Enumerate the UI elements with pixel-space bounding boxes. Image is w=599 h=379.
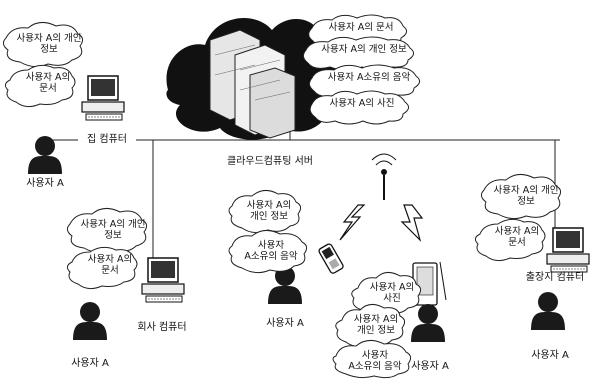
home-bubble-info-line1: 사용자 A의 개인 [16,33,82,44]
trip-user-label: 사용자 A [531,350,569,361]
home-bubble-info: 사용자 A의 개인 정보 [10,33,88,55]
office-user-label: 사용자 A [71,358,109,369]
mobile-user-label: 사용자 A [266,318,304,329]
office-bubble-docs-line1: 사용자 A의 [87,254,133,265]
trip-bubble-docs-line2: 문서 [508,237,526,248]
office-bubble-info-line1: 사용자 A의 개인 [80,219,146,230]
trip-user-icon [531,292,565,330]
home-bubble-docs-line2: 문서 [39,83,57,94]
trip-computer-icon [546,227,590,273]
mobile-bubble-info-line2: 개인 정보 [250,211,288,222]
trip-bubble-info-line2: 정보 [517,196,535,207]
mobile-bubble-music: 사용자 A소유의 음악 [234,240,308,262]
trip-computer-label: 출장지 컴퓨터 [525,272,585,283]
mobile-bubble-info-line1: 사용자 A의 [246,200,292,211]
trip-bubble-docs: 사용자 A의 문서 [482,226,552,248]
office-computer-icon [141,257,185,303]
pda-user-icon [411,304,445,342]
server-bubble-personal-info: 사용자 A의 개인 정보 [321,44,407,55]
office-bubble-docs: 사용자 A의 문서 [76,254,144,276]
pda-bubble-photos: 사용자 A의 사진 [360,282,424,304]
office-bubble-info-line2: 정보 [104,230,122,241]
server-bubbles [302,14,420,125]
home-user-label: 사용자 A [26,178,64,189]
client-bubbles [2,22,562,379]
trip-bubble-docs-line1: 사용자 A의 [494,226,540,237]
office-bubble-docs-line2: 문서 [101,265,119,276]
pda-bubble-music: 사용자 A소유의 음악 [338,350,412,372]
home-computer-icon [81,75,125,121]
mobile-phone-icon [318,243,344,274]
mobile-bubble-info: 사용자 A의 개인 정보 [234,200,304,222]
antenna-icon [371,153,397,200]
pda-bubble-info-line2: 개인 정보 [357,325,395,336]
server-bubble-docs: 사용자 A의 문서 [328,22,394,33]
home-bubble-info-line2: 정보 [40,44,58,55]
pda-bubble-info-line1: 사용자 A의 [353,314,399,325]
pda-bubble-music-line1: 사용자 [361,350,389,361]
trip-bubble-info: 사용자 A의 개인 정보 [486,185,566,207]
server-bubble-music: 사용자 A소유의 음악 [327,72,411,83]
pda-bubble-music-line2: A소유의 음악 [348,361,402,372]
home-user-icon [28,136,62,174]
mobile-bubble-music-line2: A소유의 음악 [244,251,298,262]
pda-bubble-photos-line2: 사진 [383,293,401,304]
server-towers [209,29,296,139]
home-bubble-docs: 사용자 A의 문서 [14,72,82,94]
pda-bubble-info: 사용자 A의 개인 정보 [344,314,408,336]
home-computer-label: 집 컴퓨터 [78,134,136,146]
mobile-user-icon [268,266,302,304]
server-label: 클라우드컴퓨팅 서버 [227,156,313,167]
pda-bubble-photos-line1: 사용자 A의 [369,282,415,293]
mobile-bubble-music-line1: 사용자 [257,240,285,251]
office-user-icon [73,302,107,340]
lightning-icon [339,204,424,243]
office-computer-label: 회사 컴퓨터 [137,322,187,333]
pda-user-label: 사용자 A [411,361,449,372]
office-bubble-info: 사용자 A의 개인 정보 [74,219,152,241]
home-bubble-docs-line1: 사용자 A의 [25,72,71,83]
trip-bubble-info-line1: 사용자 A의 개인 [493,185,559,196]
server-bubble-photos: 사용자 A의 사진 [329,98,395,109]
